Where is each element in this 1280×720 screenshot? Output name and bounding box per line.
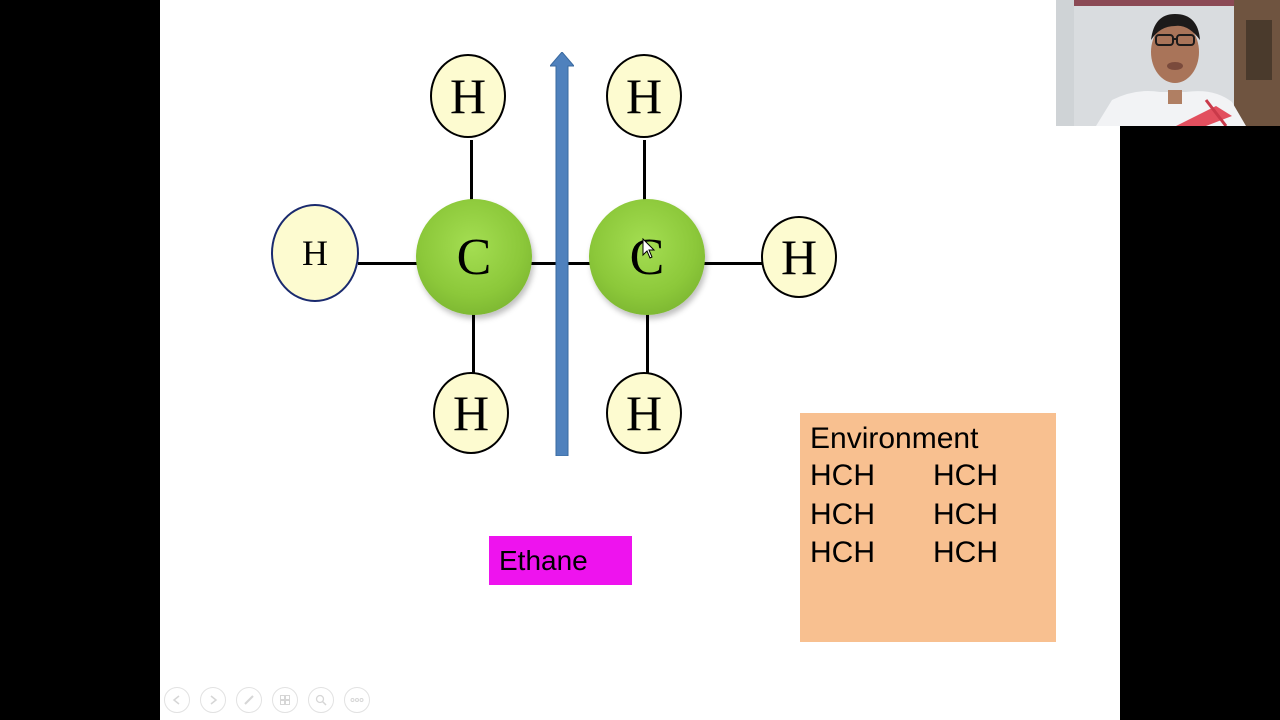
bond-c-right-h-bottom: [646, 314, 649, 374]
environment-row: HCH HCH: [810, 534, 1056, 573]
more-icon[interactable]: [344, 687, 370, 713]
bond-h-left-c-left: [358, 262, 418, 265]
environment-cell: HCH: [933, 459, 998, 492]
hydrogen-atom-top-left: H: [430, 54, 506, 138]
carbon-atom-right: C: [589, 199, 705, 315]
bond-c-left-h-top: [470, 140, 473, 202]
separation-arrow: [550, 52, 574, 456]
mouse-cursor-icon: [642, 238, 656, 259]
previous-icon[interactable]: [164, 687, 190, 713]
hydrogen-atom-right: H: [761, 216, 837, 298]
slides-grid-icon[interactable]: [272, 687, 298, 713]
hydrogen-atom-top-right: H: [606, 54, 682, 138]
bond-c-right-h-right: [703, 262, 763, 265]
environment-cell: HCH: [810, 497, 875, 531]
environment-cell: HCH: [933, 497, 998, 531]
pen-icon[interactable]: [236, 687, 262, 713]
next-icon[interactable]: [200, 687, 226, 713]
environment-cell: HCH: [933, 536, 998, 569]
environment-cell: HCH: [810, 459, 875, 492]
presentation-slide[interactable]: H H H C C H H H Ethane Environment HCH H…: [160, 0, 1120, 720]
environment-cell: HCH: [810, 536, 875, 569]
hydrogen-atom-left: H: [271, 204, 359, 302]
bond-c-right-h-top: [643, 140, 646, 202]
hydrogen-atom-bottom-left: H: [433, 372, 509, 454]
bond-c-left-h-bottom: [472, 314, 475, 374]
presenter-webcam: [1056, 0, 1280, 126]
molecule-label: Ethane: [489, 536, 632, 585]
environment-title: Environment: [810, 422, 979, 455]
environment-row: HCH HCH: [810, 496, 1056, 535]
carbon-atom-left: C: [416, 199, 532, 315]
zoom-icon[interactable]: [308, 687, 334, 713]
hydrogen-atom-bottom-right: H: [606, 372, 682, 454]
slideshow-toolbar: [164, 687, 370, 713]
environment-row: HCH HCH: [810, 457, 1056, 496]
environment-box: Environment HCH HCH HCH HCH HCH HCH: [800, 413, 1056, 642]
